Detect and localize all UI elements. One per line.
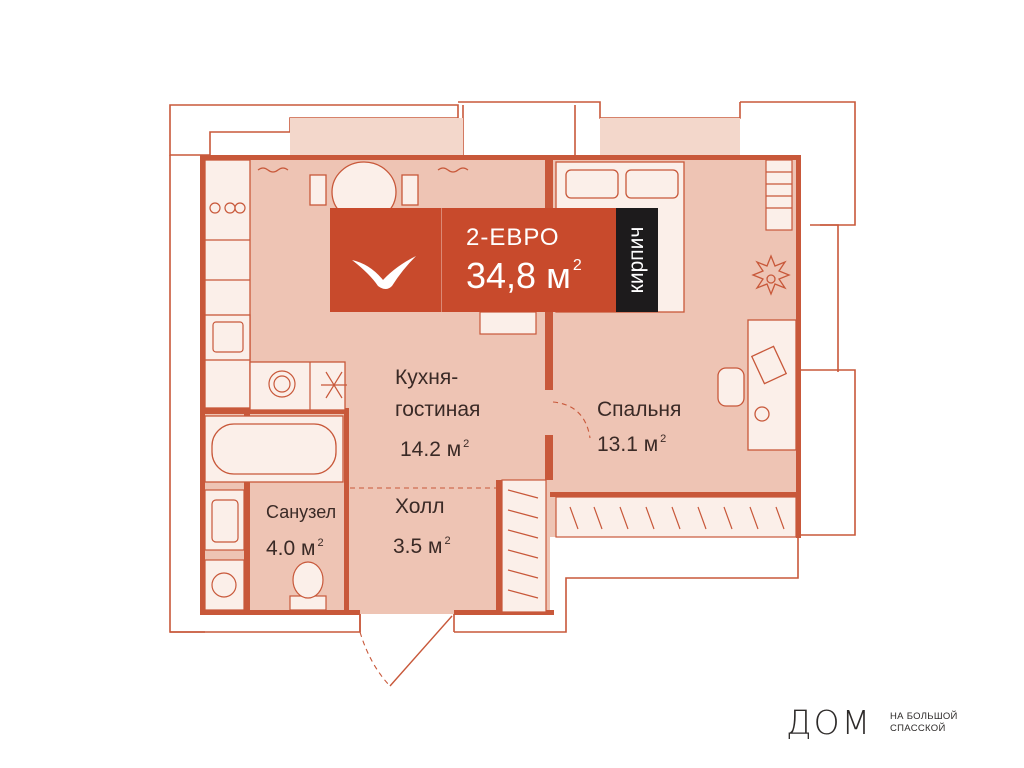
plant-icon [751, 254, 791, 296]
logo-wordmark: ДОМ [786, 703, 873, 742]
room-name-bedroom: Спальня [597, 398, 682, 421]
entry-door [389, 615, 453, 687]
door-swings [350, 401, 591, 687]
material-label: кирпич [625, 226, 648, 294]
kitchen-sofa [479, 311, 537, 335]
bird-icon [352, 256, 416, 289]
washer-sink [204, 489, 245, 611]
badge-divider [441, 208, 442, 312]
toilet [289, 561, 327, 611]
window-sill-left [290, 118, 463, 156]
kitchen-appliances [205, 202, 347, 410]
apartment-badge [330, 208, 616, 312]
room-name-bathroom: Санузел [266, 502, 337, 522]
material-badge: кирпич [616, 208, 658, 312]
curtains [257, 167, 469, 173]
hall-wardrobe [501, 479, 547, 613]
room-name-kitchen: Кухня- гостиная [395, 366, 481, 421]
dining-table [309, 161, 419, 223]
radiator [765, 159, 793, 231]
desk [717, 319, 797, 451]
wardrobe [555, 496, 797, 538]
window-sill-right [600, 118, 740, 156]
room-name-hall: Холл [395, 495, 445, 518]
apartment-type: 2-ЕВРО [466, 224, 560, 251]
bathtub [204, 415, 344, 483]
